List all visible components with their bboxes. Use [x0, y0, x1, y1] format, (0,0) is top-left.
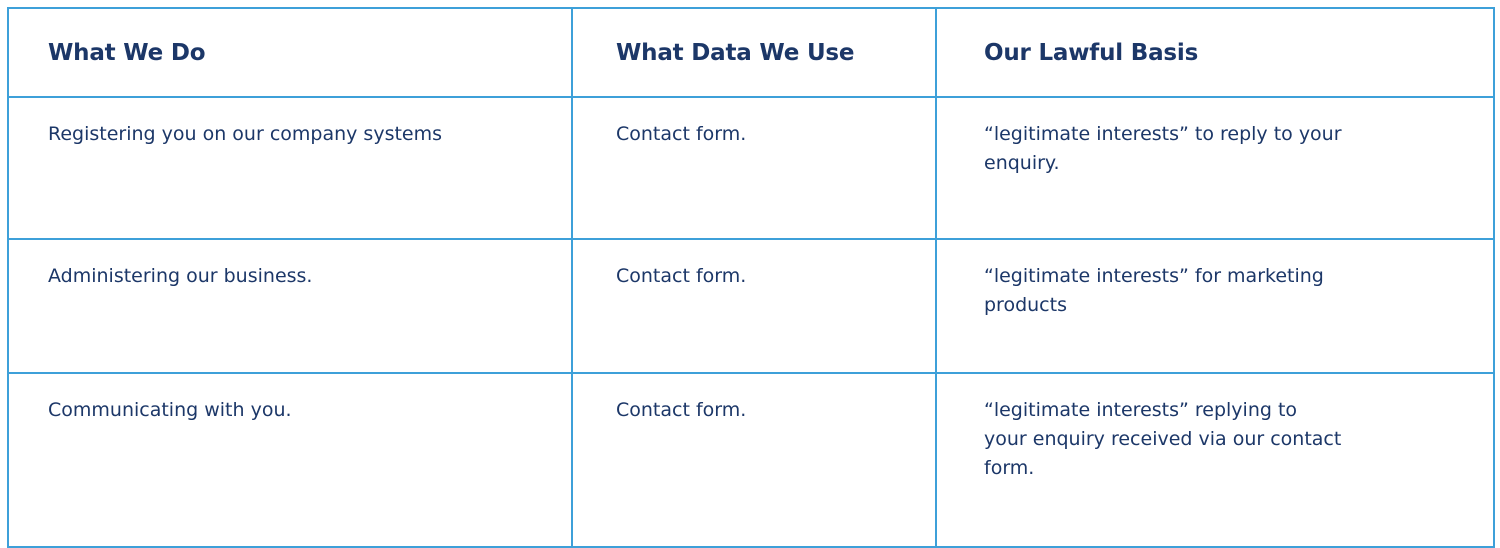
- lawful-basis-table: What We Do What Data We Use Our Lawful B…: [7, 7, 1495, 548]
- table-cell-lawful-basis: “legitimate interests” for marketing pro…: [935, 238, 1495, 374]
- table-cell-lawful-basis: “legitimate interests” to reply to your …: [935, 96, 1495, 240]
- column-header-what-we-do: What We Do: [7, 7, 573, 98]
- table-row: Administering our business. Contact form…: [7, 238, 1495, 374]
- table-header-row: What We Do What Data We Use Our Lawful B…: [7, 7, 1495, 98]
- table-row: Communicating with you. Contact form. “l…: [7, 372, 1495, 548]
- column-header-our-lawful-basis: Our Lawful Basis: [935, 7, 1495, 98]
- table-row: Registering you on our company systems C…: [7, 96, 1495, 240]
- column-header-what-data-we-use: What Data We Use: [571, 7, 937, 98]
- table-cell-what-we-do: Administering our business.: [7, 238, 573, 374]
- table-cell-lawful-basis: “legitimate interests” replying to your …: [935, 372, 1495, 548]
- table-cell-what-we-do: Communicating with you.: [7, 372, 573, 548]
- table-cell-what-data-we-use: Contact form.: [571, 96, 937, 240]
- lawful-basis-table-container: What We Do What Data We Use Our Lawful B…: [7, 7, 1495, 548]
- table-cell-what-we-do: Registering you on our company systems: [7, 96, 573, 240]
- table-cell-what-data-we-use: Contact form.: [571, 238, 937, 374]
- table-cell-what-data-we-use: Contact form.: [571, 372, 937, 548]
